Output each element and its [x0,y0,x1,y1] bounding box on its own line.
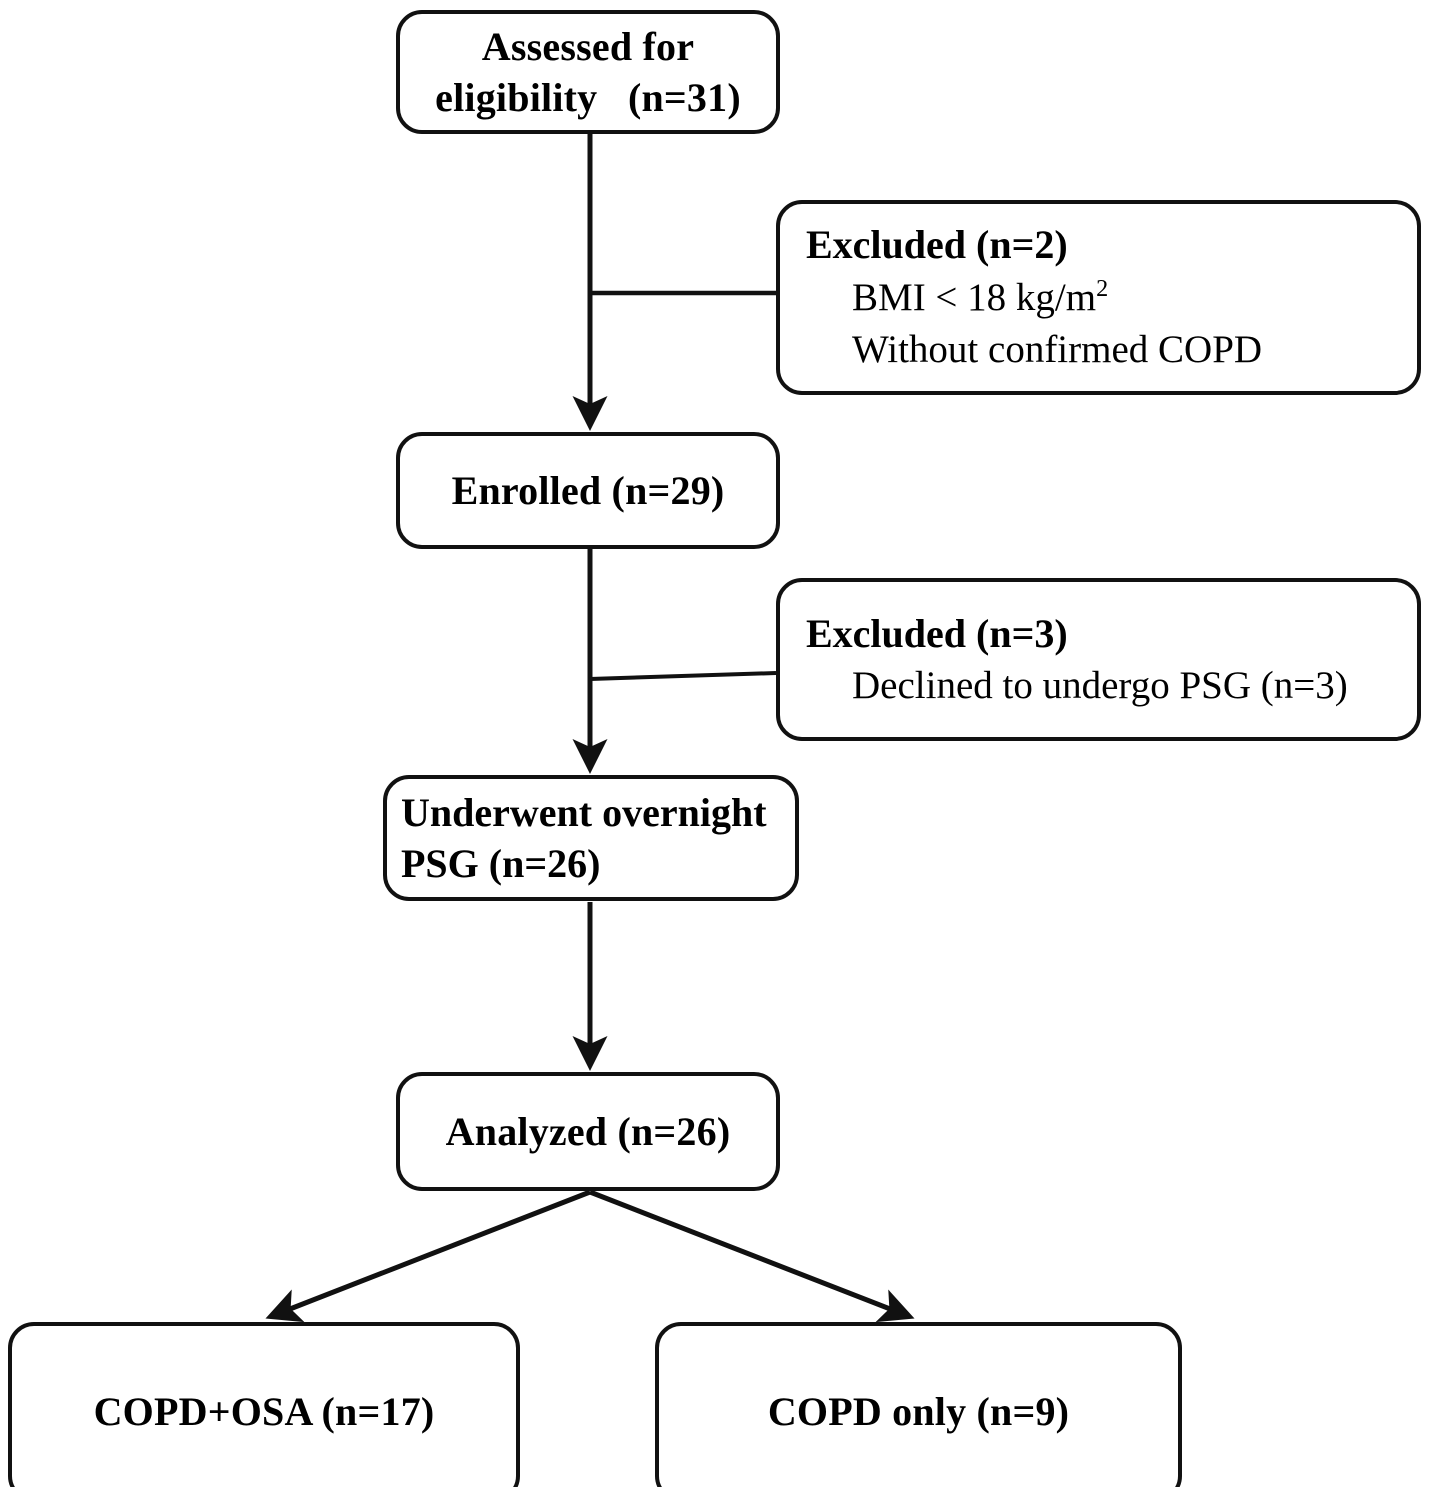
connector-enrolled-to-excluded-2 [589,671,777,681]
excluded-1-reason-1-text: BMI < 18 kg/m [852,276,1097,320]
node-assessed-for-eligibility: Assessed for eligibility (n=31) [396,10,780,134]
node-assessed-line-2: eligibility (n=31) [435,75,741,120]
node-copd-only-group: COPD only (n=9) [655,1322,1182,1487]
node-analyzed-line-1: Analyzed (n=26) [445,1108,731,1154]
node-copd-plus-osa-group: COPD+OSA (n=17) [8,1322,520,1487]
node-copd-only-line-1: COPD only (n=9) [767,1389,1070,1435]
node-enrolled: Enrolled (n=29) [396,432,780,549]
node-assessed-line-1: Assessed for [481,23,695,69]
node-excluded-stage-2: Excluded (n=3) Declined to undergo PSG (… [776,578,1421,741]
excluded-2-header: Excluded (n=3) [806,610,1068,656]
node-enrolled-line-1: Enrolled (n=29) [451,467,725,513]
node-analyzed: Analyzed (n=26) [396,1072,780,1191]
node-excluded-stage-1: Excluded (n=2) BMI < 18 kg/m2 Without co… [776,200,1421,395]
excluded-1-reason-2: Without confirmed COPD [852,328,1263,372]
excluded-1-header: Excluded (n=2) [806,222,1068,268]
connector-analyzed-to-copd-osa [265,1189,591,1323]
excluded-2-reason-1: Declined to undergo PSG (n=3) [852,664,1348,708]
excluded-1-reason-1-superscript: 2 [1096,275,1109,303]
node-psg-line-2: PSG (n=26) [401,841,601,886]
connector-analyzed-to-copd-only [589,1189,915,1323]
node-underwent-overnight-psg: Underwent overnight PSG (n=26) [383,775,799,901]
node-copd-osa-line-1: COPD+OSA (n=17) [93,1389,435,1435]
node-psg-line-1: Underwent overnight [401,789,767,835]
excluded-1-reason-1: BMI < 18 kg/m2 [806,272,1108,324]
